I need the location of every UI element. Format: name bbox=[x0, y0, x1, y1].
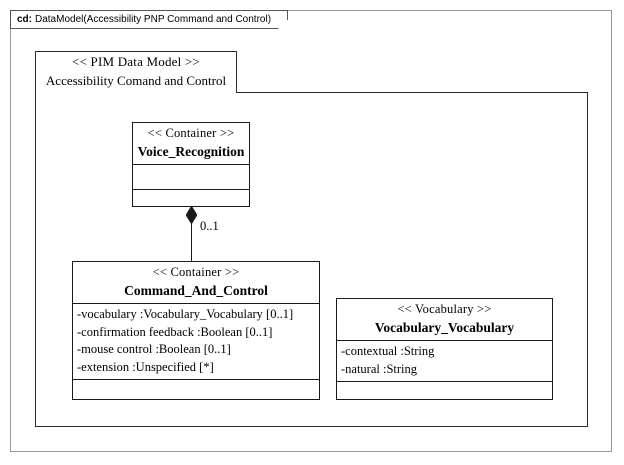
class-box-voice-recognition[interactable]: << Container >> Voice_Recognition bbox=[132, 122, 250, 207]
class-header-voice-recognition: << Container >> Voice_Recognition bbox=[133, 123, 249, 165]
class-box-vocabulary-vocabulary[interactable]: << Vocabulary >> Vocabulary_Vocabulary -… bbox=[336, 298, 553, 400]
class-attribute: -contextual :String bbox=[341, 344, 435, 358]
diagram-kind-label: cd: bbox=[17, 14, 32, 25]
class-attribute: -mouse control :Boolean [0..1] bbox=[77, 342, 231, 356]
class-attributes-compartment bbox=[133, 165, 249, 190]
association-line-voice-recognition-command-and-control bbox=[191, 207, 192, 262]
class-stereotype: << Container >> bbox=[147, 126, 235, 140]
class-operations-compartment bbox=[337, 382, 552, 401]
diagram-frame-title-tab: cd: DataModel(Accessibility PNP Command … bbox=[10, 10, 288, 29]
class-name: Vocabulary_Vocabulary bbox=[374, 320, 515, 335]
class-attribute: -natural :String bbox=[341, 361, 418, 376]
class-attribute: -extension :Unspecified [*] bbox=[77, 359, 214, 374]
class-name: Voice_Recognition bbox=[137, 144, 245, 159]
class-attribute: -vocabulary :Vocabulary_Vocabulary [0..1… bbox=[77, 307, 294, 321]
class-stereotype: << Container >> bbox=[152, 265, 240, 279]
class-name: Command_And_Control bbox=[124, 283, 268, 298]
class-attribute: -confirmation feedback :Boolean [0..1] bbox=[77, 324, 273, 339]
class-operations-compartment bbox=[73, 380, 319, 400]
package-stereotype: << PIM Data Model >> bbox=[72, 54, 200, 69]
package-header: << PIM Data Model >> Accessibility Coman… bbox=[35, 51, 237, 93]
class-box-command-and-control[interactable]: << Container >> Command_And_Control -voc… bbox=[72, 261, 320, 400]
diagram-title: DataModel(Accessibility PNP Command and … bbox=[35, 14, 272, 25]
class-header-vocabulary-vocabulary: << Vocabulary >> Vocabulary_Vocabulary bbox=[337, 299, 552, 341]
association-multiplicity-label: 0..1 bbox=[200, 219, 219, 233]
class-header-command-and-control: << Container >> Command_And_Control bbox=[73, 262, 319, 304]
package-name: Accessibility Comand and Control bbox=[45, 73, 227, 88]
class-attributes-compartment: -vocabulary :Vocabulary_Vocabulary [0..1… bbox=[73, 304, 319, 380]
class-stereotype: << Vocabulary >> bbox=[397, 302, 492, 316]
composition-diamond-icon bbox=[186, 206, 197, 224]
class-attributes-compartment: -contextual :String -natural :String bbox=[337, 341, 552, 382]
